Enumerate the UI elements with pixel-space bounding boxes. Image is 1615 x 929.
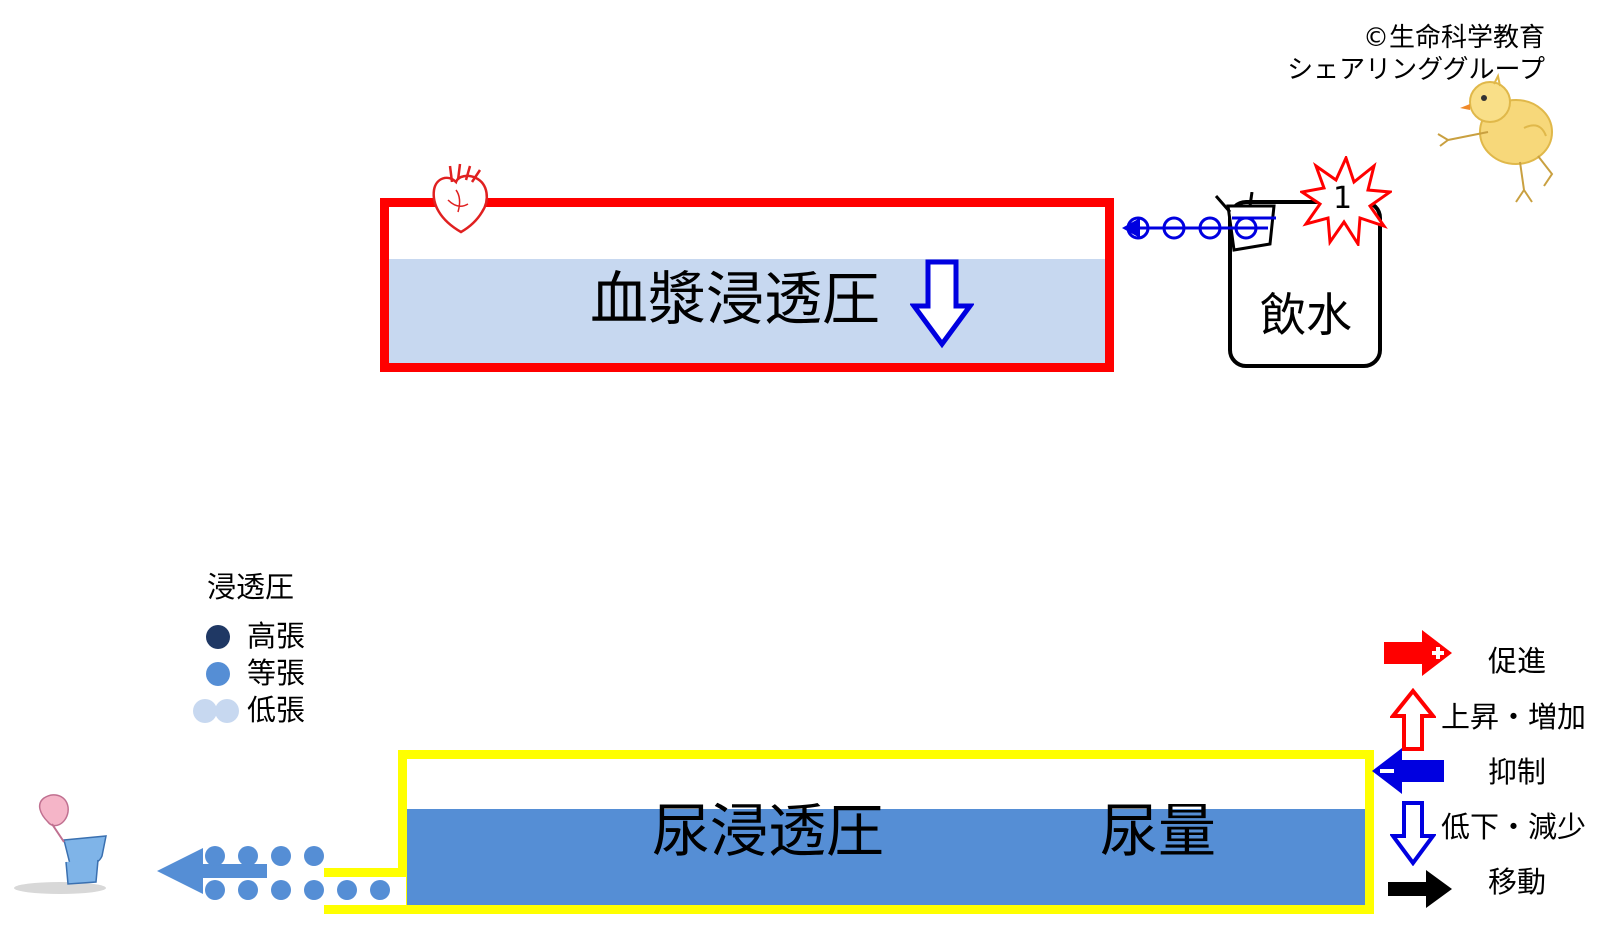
key-promote-label: 促進 (1488, 644, 1547, 678)
urine-compartment (398, 750, 1374, 914)
chick-icon (1437, 72, 1554, 203)
legend-isotonic-label: 等張 (247, 656, 306, 690)
urine-volume-label: 尿量 (1100, 797, 1217, 865)
inhibit-arrow-icon (1372, 748, 1444, 794)
step-badge-number: 1 (1333, 181, 1353, 216)
hypotonic-dot-icon (193, 699, 239, 723)
key-inhibit-label: 抑制 (1488, 755, 1547, 789)
urine-flow-arrow (157, 846, 390, 900)
toilet-icon (14, 794, 107, 894)
legend-hypotonic-label: 低張 (247, 693, 306, 727)
key-decrease-label: 低下・減少 (1441, 810, 1587, 844)
urine-fluid (407, 809, 1365, 905)
decrease-arrow-icon (910, 259, 974, 349)
plasma-fluid (389, 259, 1105, 363)
isotonic-dot-icon (206, 662, 230, 686)
heart-icon (432, 163, 489, 234)
copyright-line-1: ©生命科学教育 (1362, 23, 1545, 53)
increase-arrow-icon (1390, 688, 1436, 751)
promote-arrow-icon (1384, 630, 1452, 676)
key-movement-label: 移動 (1488, 865, 1547, 899)
hypertonic-dot-icon (206, 625, 230, 649)
key-increase-label: 上昇・増加 (1441, 700, 1587, 734)
legend-hypertonic-label: 高張 (247, 619, 306, 653)
movement-arrow-icon (1388, 870, 1452, 908)
decrease-key-arrow-icon (1390, 801, 1436, 866)
water-intake-label: 飲水 (1260, 288, 1352, 342)
osmolarity-legend-title: 浸透圧 (207, 570, 295, 604)
copyright-notice: ©生命科学教育 シェアリンググループ (1287, 22, 1545, 86)
water-movement-arrow (1122, 216, 1268, 240)
plasma-compartment (380, 198, 1114, 372)
explosion-badge-icon (1300, 156, 1392, 246)
plasma-osmolarity-label: 血漿浸透圧 (590, 265, 881, 333)
urine-osmolarity-label: 尿浸透圧 (652, 797, 885, 865)
copyright-line-2: シェアリンググループ (1287, 55, 1545, 85)
